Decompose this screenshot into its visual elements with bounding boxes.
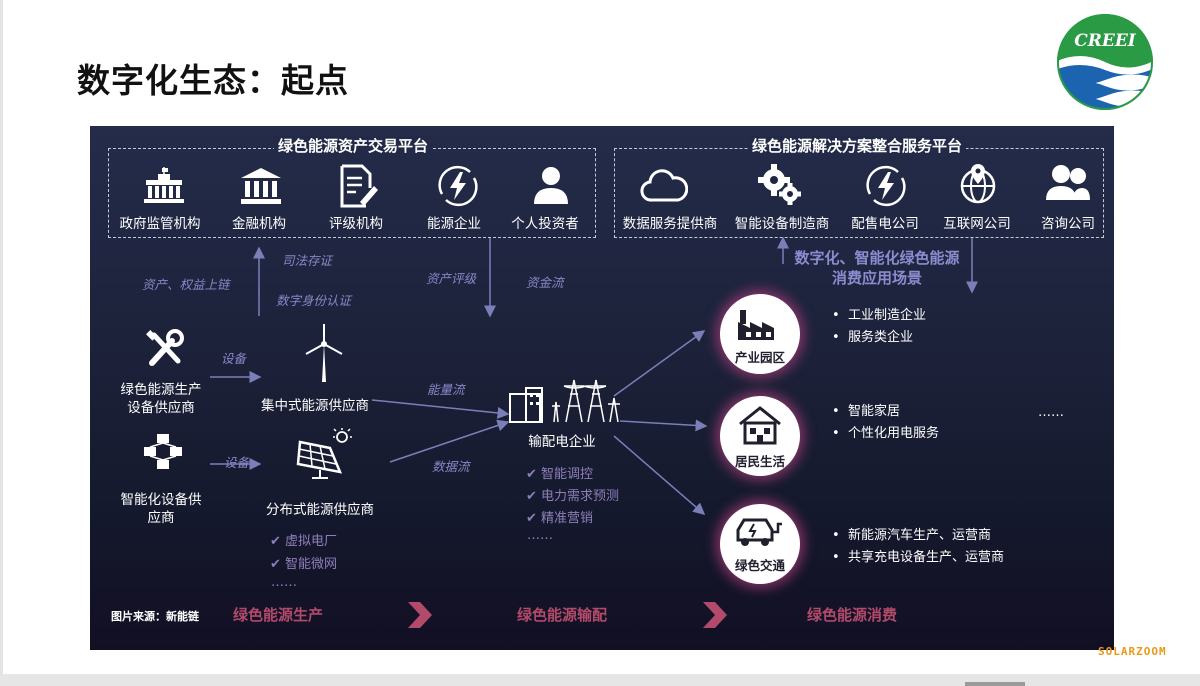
- distributed-more: ……: [271, 575, 297, 590]
- distributed-item-1: ✔ 虚拟电厂: [270, 534, 338, 549]
- member-consulting-label: 咨询公司: [1041, 216, 1095, 232]
- flow-capital: 资金流: [526, 275, 564, 290]
- bank-icon: [241, 168, 281, 204]
- stage-production: 绿色能源生产: [232, 606, 324, 624]
- scrollbar-thumb[interactable]: [965, 682, 1025, 686]
- energy-bolt-icon: [866, 165, 906, 207]
- distribution-item-3: ✔ 精准营销: [526, 511, 594, 526]
- green-supplier-label-2: 设备供应商: [127, 400, 195, 416]
- flow-asset-rights: 资产、权益上链: [142, 277, 230, 292]
- solar-panel-icon: [296, 428, 352, 479]
- scenario-title-line2: 消费应用场景: [831, 269, 923, 287]
- member-finance-label: 金融机构: [232, 216, 286, 232]
- ev-car-icon: [736, 518, 782, 546]
- member-government-label: 政府监管机构: [119, 216, 201, 232]
- asset-platform-title: 绿色能源资产交易平台: [273, 135, 433, 156]
- member-device-maker-label: 智能设备制造商: [734, 216, 830, 232]
- transport-item-1: • 新能源汽车生产、运营商: [832, 528, 991, 543]
- scenario-title-line1: 数字化、智能化绿色能源: [794, 249, 960, 267]
- solution-platform-title: 绿色能源解决方案整合服务平台: [747, 135, 967, 156]
- green-supplier-label-1: 绿色能源生产: [120, 382, 202, 398]
- flow-data: 数据流: [432, 459, 470, 474]
- creei-logo: CREEI: [1057, 14, 1153, 110]
- network-device-icon: [144, 434, 182, 469]
- cloud-icon: [640, 169, 688, 202]
- smart-supplier-label-2: 应商: [147, 510, 175, 526]
- flow-equipment-1: 设备: [221, 351, 247, 366]
- tools-icon: [146, 329, 184, 366]
- distribution-more: ……: [527, 528, 553, 543]
- person-icon: [534, 167, 568, 204]
- slide-left-edge: [0, 0, 3, 686]
- watermark: SOLARZOOM: [1098, 645, 1167, 658]
- gears-icon: [758, 164, 801, 205]
- industrial-item-1: • 工业制造企业: [832, 308, 926, 323]
- member-power-retail-label: 配售电公司: [851, 216, 919, 232]
- government-building-icon: [144, 167, 184, 203]
- distribution-item-1: ✔ 智能调控: [526, 467, 594, 482]
- factory-icon: [738, 310, 774, 340]
- industrial-item-2: • 服务类企业: [832, 330, 913, 345]
- flow-equipment-2: 设备: [224, 455, 250, 470]
- image-source-note: 图片来源：新能链: [111, 610, 199, 623]
- member-rating-label: 评级机构: [329, 216, 383, 232]
- scenario-residential-label: 居民生活: [734, 454, 786, 469]
- scenario-transport-circle: [720, 504, 800, 584]
- energy-bolt-icon: [438, 165, 478, 207]
- distribution-item-2: ✔ 电力需求预测: [526, 489, 620, 504]
- document-edit-icon: [340, 164, 378, 208]
- page-title: 数字化生态：起点: [77, 61, 349, 100]
- member-energy-label: 能源企业: [427, 216, 481, 232]
- globe-pin-icon: [960, 164, 996, 204]
- scenario-transport-label: 绿色交通: [734, 558, 786, 573]
- chevron-right-icon: [408, 602, 432, 628]
- member-investor-label: 个人投资者: [511, 216, 579, 232]
- people-icon: [1046, 165, 1090, 200]
- flow-judicial-storage: 司法存证: [282, 253, 333, 268]
- distributed-supplier-label: 分布式能源供应商: [266, 502, 374, 518]
- stage-distribution: 绿色能源输配: [516, 606, 608, 624]
- transport-item-2: • 共享充电设备生产、运营商: [832, 550, 1004, 565]
- residential-item-2: • 个性化用电服务: [832, 426, 939, 441]
- chevron-right-icon: [703, 602, 727, 628]
- house-icon: [739, 406, 781, 445]
- wind-turbine-icon: [305, 324, 343, 382]
- distributed-item-2: ✔ 智能微网: [270, 557, 338, 572]
- logo-text: CREEI: [1074, 31, 1137, 51]
- scenario-industrial-label-dark: 产业园区: [734, 350, 786, 365]
- residential-more: ……: [1038, 405, 1064, 420]
- flow-digital-identity: 数字身份认证: [276, 293, 352, 308]
- member-internet-label: 互联网公司: [943, 216, 1011, 232]
- power-grid-icon: [509, 379, 620, 423]
- member-data-service-label: 数据服务提供商: [622, 216, 718, 232]
- ecosystem-diagram: 绿色能源资产交易平台 绿色能源解决方案整合服务平台 政府监管机构 金融机构 评级…: [90, 126, 1114, 650]
- residential-item-1: • 智能家居: [832, 404, 900, 419]
- distribution-label: 输配电企业: [528, 434, 596, 450]
- flow-asset-rating: 资产评级: [426, 271, 477, 286]
- smart-supplier-label-1: 智能化设备供: [120, 492, 202, 508]
- flow-energy: 能量流: [427, 382, 465, 397]
- bottom-scrollbar[interactable]: [0, 674, 1200, 686]
- flow-arrows: [210, 236, 978, 515]
- centralized-supplier-label: 集中式能源供应商: [261, 398, 369, 414]
- stage-consumption: 绿色能源消费: [806, 606, 898, 624]
